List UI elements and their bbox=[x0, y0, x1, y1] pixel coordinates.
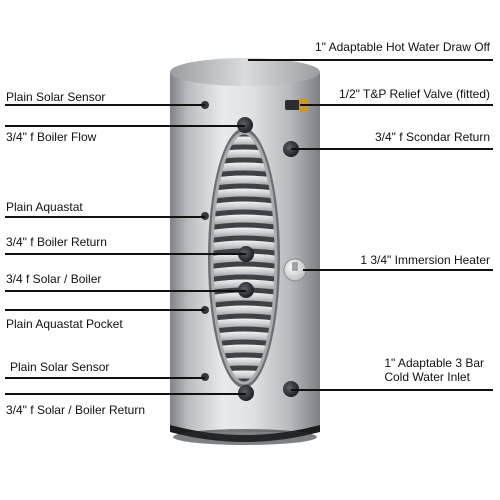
coil-turn bbox=[212, 305, 276, 317]
cylinder-top bbox=[170, 58, 320, 86]
leader-line bbox=[291, 148, 493, 150]
leader-line bbox=[5, 309, 205, 311]
port-plain-solar-sensor-bottom bbox=[201, 373, 209, 381]
label-solar-boiler-return: 3/4" f Solar / Boiler Return bbox=[6, 403, 145, 417]
coil-turn bbox=[212, 227, 276, 239]
coil-turn bbox=[212, 175, 276, 187]
leader-line bbox=[5, 253, 246, 255]
coil-turn bbox=[212, 188, 276, 200]
leader-line bbox=[303, 269, 493, 271]
leader-line bbox=[5, 377, 205, 379]
label-boiler-flow: 3/4" f Boiler Flow bbox=[6, 130, 97, 144]
port-solar-boiler bbox=[238, 282, 254, 298]
leader-line bbox=[5, 216, 205, 218]
leader-line bbox=[5, 104, 205, 106]
label-tp-relief-valve: 1/2" T&P Relief Valve (fitted) bbox=[339, 87, 490, 101]
leader-line bbox=[248, 59, 493, 61]
immersion-heater-cap bbox=[283, 258, 307, 282]
port-boiler-return bbox=[238, 246, 254, 262]
coil-turn bbox=[212, 331, 276, 343]
port-solar-boiler-return bbox=[238, 385, 254, 401]
leader-line bbox=[5, 393, 246, 395]
label-plain-solar-sensor-top: Plain Solar Sensor bbox=[6, 90, 106, 104]
label-plain-aquastat: Plain Aquastat bbox=[6, 200, 83, 214]
label-scondar-return: 3/4" f Scondar Return bbox=[375, 130, 490, 144]
label-immersion-heater: 1 3/4" Immersion Heater bbox=[360, 253, 490, 267]
label-solar-boiler: 3/4 f Solar / Boiler bbox=[6, 272, 102, 286]
label-cold-water-inlet: 1" Adaptable 3 Bar Cold Water Inlet bbox=[384, 356, 484, 384]
port-boiler-flow bbox=[237, 117, 253, 133]
port-plain-solar-sensor-top bbox=[201, 101, 209, 109]
coil-turn bbox=[212, 266, 276, 278]
leader-line bbox=[291, 389, 493, 391]
ports bbox=[201, 101, 299, 401]
coil-turn bbox=[212, 292, 276, 304]
label-plain-solar-sensor-bottom: Plain Solar Sensor bbox=[10, 360, 110, 374]
label-plain-aquastat-pocket: Plain Aquastat Pocket bbox=[6, 317, 123, 331]
port-plain-aquastat-pocket bbox=[201, 306, 209, 314]
port-plain-aquastat bbox=[201, 212, 209, 220]
leader-line bbox=[300, 104, 493, 106]
label-hot-water-draw-off: 1" Adaptable Hot Water Draw Off bbox=[314, 40, 490, 54]
coil-turn bbox=[212, 201, 276, 213]
coil-turn bbox=[212, 214, 276, 226]
coil-turn bbox=[212, 318, 276, 330]
leader-line bbox=[5, 125, 245, 127]
leader-line bbox=[5, 290, 246, 292]
label-boiler-return: 3/4" f Boiler Return bbox=[6, 235, 107, 249]
